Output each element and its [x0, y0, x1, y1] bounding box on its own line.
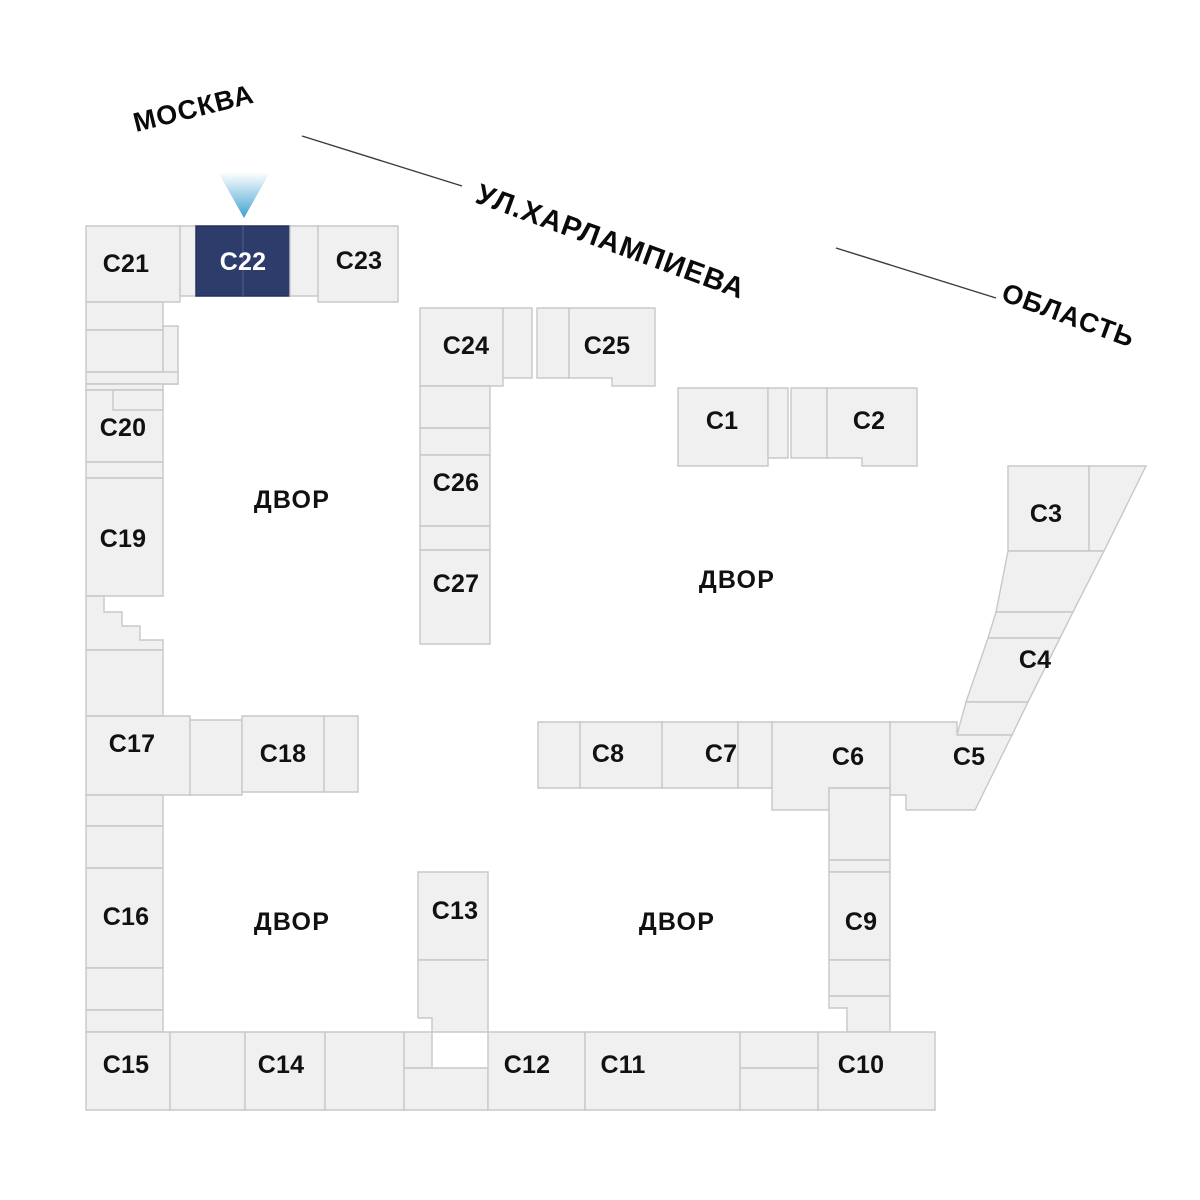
block-label-C22[interactable]: C22	[220, 248, 266, 276]
block-shape-C16-upper-b[interactable]	[85, 825, 164, 869]
selected-block-pointer	[218, 172, 270, 218]
block-shape-C8-west[interactable]	[537, 721, 581, 789]
yard-labels: ДВОР ДВОР ДВОР ДВОР	[254, 486, 775, 936]
block-shape-C19[interactable]	[85, 477, 164, 597]
block-shape-C12-west[interactable]	[403, 1031, 433, 1069]
block-group-c17-c18	[85, 715, 359, 869]
block-shape-C20-annex[interactable]	[112, 389, 164, 411]
block-shape-C17-upper[interactable]	[85, 649, 164, 717]
block-shape-C26-upper-a[interactable]	[419, 385, 491, 429]
block-label-C3[interactable]: C3	[1030, 500, 1062, 528]
block-group-center	[419, 307, 656, 645]
block-label-C16[interactable]: C16	[103, 903, 149, 931]
block-shape-C21-annex[interactable]	[179, 225, 197, 297]
leader-line-left	[301, 135, 463, 187]
block-label-C10[interactable]: C10	[838, 1051, 884, 1079]
block-label-C6[interactable]: C6	[832, 743, 864, 771]
block-shape-C1-east[interactable]	[767, 387, 789, 459]
block-label-C5[interactable]: C5	[953, 743, 985, 771]
block-label-C15[interactable]: C15	[103, 1051, 149, 1079]
block-shape-C12-west-lower[interactable]	[403, 1067, 489, 1111]
block-shape-C23[interactable]	[317, 225, 399, 303]
block-group-left	[85, 383, 164, 717]
block-shape-C26-upper-b[interactable]	[419, 427, 491, 456]
block-shape-C26-lower[interactable]	[419, 525, 491, 551]
block-shape-C16-lower-b[interactable]	[85, 1009, 164, 1033]
block-shape-C17-east[interactable]	[189, 719, 243, 796]
yard-label-nw: ДВОР	[254, 486, 330, 514]
block-label-C4[interactable]: C4	[1019, 646, 1051, 674]
block-shape-C7-east[interactable]	[737, 721, 773, 789]
block-group-top	[85, 225, 399, 385]
block-label-C13[interactable]: C13	[432, 897, 478, 925]
yard-label-ne: ДВОР	[699, 566, 775, 594]
block-shape-C6-tail[interactable]	[828, 787, 891, 861]
block-shape-C15-east[interactable]	[169, 1031, 246, 1111]
block-label-C7[interactable]: C7	[705, 740, 737, 768]
block-group-mid-band	[537, 721, 891, 861]
block-label-C14[interactable]: C14	[258, 1051, 304, 1079]
block-shape-C10-west-a[interactable]	[739, 1031, 819, 1069]
block-shape-C4-upper[interactable]	[987, 611, 1075, 639]
block-shape-C14-east[interactable]	[324, 1031, 405, 1111]
block-group-c1-c2	[677, 387, 918, 467]
leader-line-right	[835, 247, 997, 299]
block-shape-C16-upper-a[interactable]	[85, 794, 164, 827]
block-label-C8[interactable]: C8	[592, 740, 624, 768]
block-label-C2[interactable]: C2	[853, 407, 885, 435]
block-shape-C9-lower-a[interactable]	[828, 959, 891, 997]
block-labels: C1 C2 C3 C4 C5 C6 C7 C8 C9 C10 C11 C12 C…	[100, 247, 1062, 1079]
block-group-south-center	[403, 871, 741, 1111]
block-label-C24[interactable]: C24	[443, 332, 489, 360]
block-shape-C11[interactable]	[584, 1031, 741, 1111]
block-shape-C9-upper[interactable]	[828, 859, 891, 873]
block-label-C20[interactable]: C20	[100, 414, 146, 442]
block-shape-C23-west[interactable]	[289, 225, 319, 297]
block-shape-C24-east[interactable]	[502, 307, 533, 379]
block-label-C9[interactable]: C9	[845, 908, 877, 936]
block-shape-C16-lower-a[interactable]	[85, 967, 164, 1011]
block-shape-C27[interactable]	[419, 549, 491, 645]
yard-label-sw: ДВОР	[254, 908, 330, 936]
yard-label-se: ДВОР	[639, 908, 715, 936]
block-shape-C2-west[interactable]	[790, 387, 828, 459]
block-shape-C20-upper[interactable]	[85, 383, 164, 391]
block-label-C21[interactable]: C21	[103, 250, 149, 278]
block-shape-C21-lower-b[interactable]	[85, 329, 164, 373]
block-shape-C24[interactable]	[419, 307, 504, 387]
block-shape-C20-lower[interactable]	[85, 461, 164, 479]
block-label-C26[interactable]: C26	[433, 469, 479, 497]
block-shape-C2[interactable]	[826, 387, 918, 467]
block-shape-C10-west-b[interactable]	[739, 1067, 819, 1111]
block-shape-C21[interactable]	[85, 225, 181, 303]
block-shape-C25[interactable]	[568, 307, 656, 387]
block-shape-C25-west[interactable]	[536, 307, 570, 379]
block-shape-C21-lower-d[interactable]	[85, 371, 179, 385]
block-label-C12[interactable]: C12	[504, 1051, 550, 1079]
block-shape-C18-east[interactable]	[323, 715, 359, 793]
block-shape-C21-lower-a[interactable]	[85, 301, 164, 331]
block-group-southwest	[85, 867, 405, 1111]
block-label-C18[interactable]: C18	[260, 740, 306, 768]
block-label-C25[interactable]: C25	[584, 332, 630, 360]
block-label-C27[interactable]: C27	[433, 570, 479, 598]
block-group-east-wing	[889, 465, 1148, 811]
block-label-C11[interactable]: C11	[600, 1051, 645, 1079]
block-label-C23[interactable]: C23	[336, 247, 382, 275]
block-label-C17[interactable]: C17	[109, 730, 155, 758]
block-label-C19[interactable]: C19	[100, 525, 146, 553]
block-label-C1[interactable]: C1	[706, 407, 738, 435]
block-shape-C1[interactable]	[677, 387, 769, 467]
